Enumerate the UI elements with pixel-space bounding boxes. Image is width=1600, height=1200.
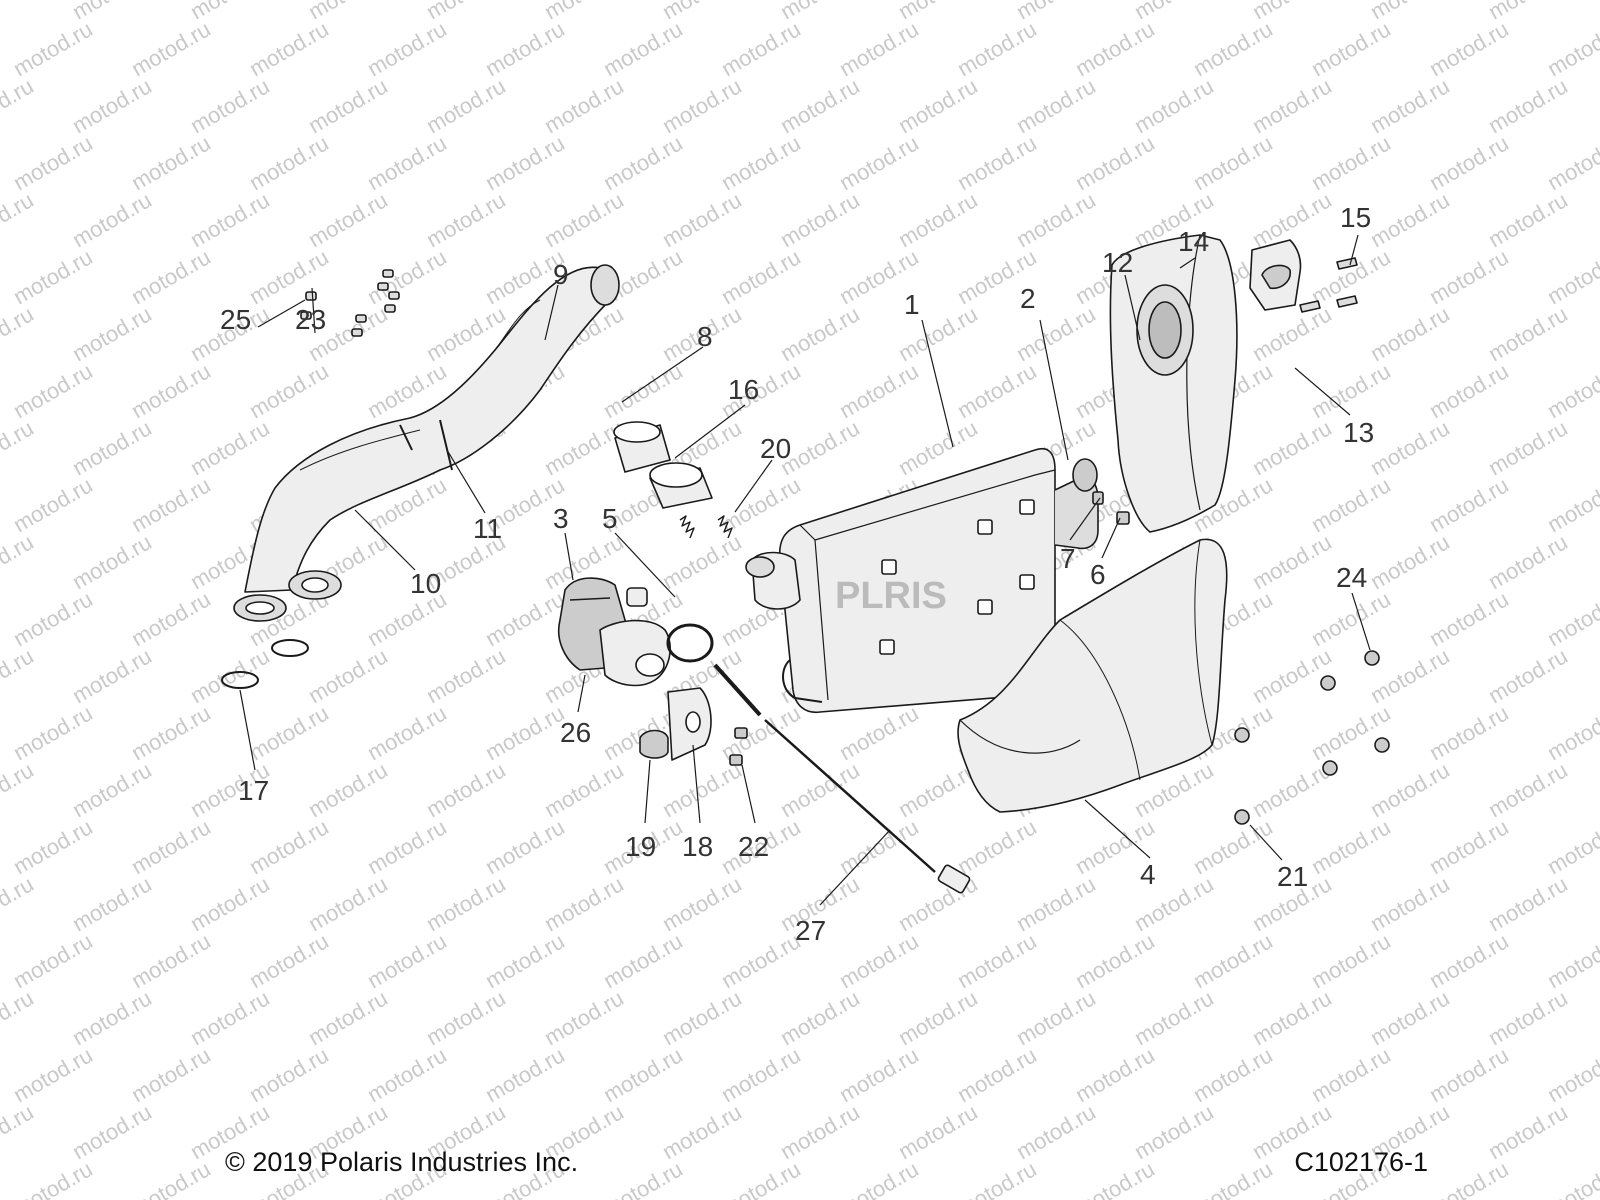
callout-27: 27 [795,915,826,946]
callout-22: 22 [738,831,769,862]
isolator-19-part [639,729,669,759]
callout-17: 17 [238,775,269,806]
springs-20-part [679,515,733,539]
heat-shield-4-part [957,538,1228,813]
callout-3: 3 [553,503,569,534]
leader-lines [239,234,1371,906]
clamp-3-part [558,577,671,687]
clamp-5-part [666,623,714,663]
gasket-17b-part [271,639,309,657]
callout-6: 6 [1090,559,1106,590]
callout-7: 7 [1060,543,1076,574]
copyright-text: © 2019 Polaris Industries Inc. [225,1147,579,1177]
callout-13: 13 [1343,417,1374,448]
callout-25: 25 [220,304,251,335]
seal-16-part [613,421,713,509]
callout-26: 26 [560,717,591,748]
sensor-27-part [713,663,971,894]
brand-mark: PLRIS [835,575,947,617]
callout-19: 19 [625,831,656,862]
nuts-23-part [300,269,400,337]
diagram-code: C102176-1 [1294,1147,1428,1177]
callout-15: 15 [1340,202,1371,233]
callout-16: 16 [728,374,759,405]
bolts-15-part [1299,257,1358,313]
bushing-part [626,587,648,607]
callout-24: 24 [1336,562,1367,593]
callout-14: 14 [1178,226,1209,257]
callout-18: 18 [682,831,713,862]
callout-1: 1 [904,289,920,320]
callout-23: 23 [295,304,326,335]
heat-shield-14-part [1109,234,1238,533]
nuts-6-7-part [1092,491,1130,525]
callout-12: 12 [1102,247,1133,278]
callout-20: 20 [760,433,791,464]
bracket-13-part [1249,239,1302,311]
callout-8: 8 [697,321,713,352]
callout-5: 5 [602,503,618,534]
header-pipe-part [233,264,620,622]
callout-9: 9 [553,259,569,290]
callout-21: 21 [1277,861,1308,892]
gasket-17-part [221,671,259,689]
callout-11: 11 [473,513,502,544]
callout-4: 4 [1140,859,1156,890]
callout-labels: 1 2 3 4 5 6 7 8 9 10 11 12 13 14 15 16 1… [220,202,1374,946]
callout-10: 10 [410,568,441,599]
callout-2: 2 [1020,283,1036,314]
nuts-21-24-part [1234,650,1390,825]
muffler-part [745,448,1099,714]
bolts-22-part [729,727,748,766]
